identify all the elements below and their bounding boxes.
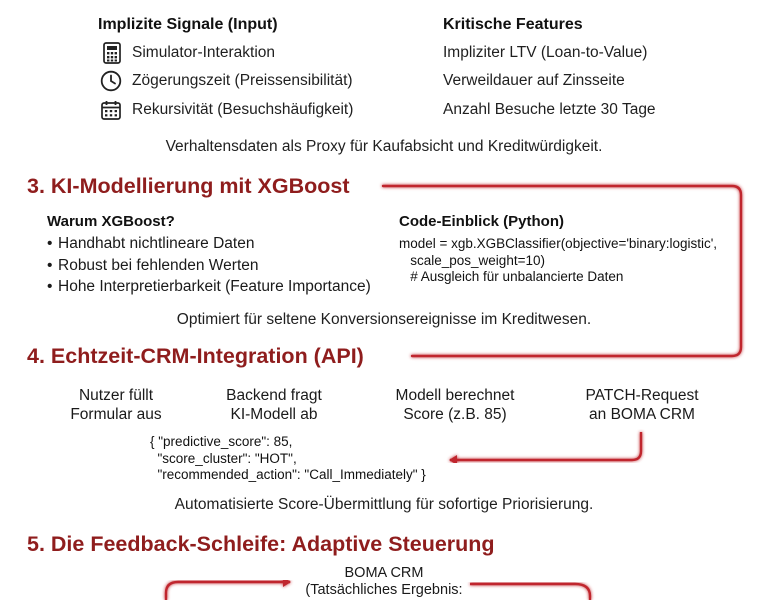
json-payload: { "predictive_score": 85, "score_cluster… [150, 434, 426, 484]
section4-caption: Automatisierte Score-Übermittlung für so… [174, 496, 594, 513]
code-line: # Ausgleich für unbalancierte Daten [399, 269, 624, 284]
signal-item-recursivity: Rekursivität (Besuchshäufigkeit) [132, 101, 354, 118]
code-heading: Code-Einblick (Python) [399, 213, 564, 230]
features-heading: Kritische Features [443, 16, 583, 33]
why-xgboost-list: •Handhabt nichtlineare Daten •Robust bei… [47, 233, 371, 298]
feature-item-dwell-time: Verweildauer auf Zinsseite [443, 72, 625, 89]
section4-title: 4. Echtzeit-CRM-Integration (API) [27, 344, 364, 368]
feature-item-ltv: Impliziter LTV (Loan-to-Value) [443, 44, 648, 61]
code-line: "score_cluster": "HOT", [150, 450, 297, 466]
feedback-loop-right-line [470, 582, 592, 600]
feature-item-visits: Anzahl Besuche letzte 30 Tage [443, 101, 656, 118]
list-item: •Handhabt nichtlineare Daten [47, 235, 255, 252]
signal-item-hesitation: Zögerungszeit (Preissensibilität) [132, 72, 353, 89]
code-line: "recommended_action": "Call_Immediately"… [150, 467, 426, 482]
why-xgboost-heading: Warum XGBoost? [47, 213, 175, 230]
signals-heading: Implizite Signale (Input) [98, 16, 278, 33]
clock-icon [100, 70, 122, 92]
calendar-icon [101, 101, 121, 120]
calculator-icon [103, 42, 121, 64]
code-line: { "predictive_score": 85, [150, 434, 293, 449]
code-line: model = xgb.XGBClassifier(objective='bin… [399, 236, 718, 251]
section3-caption: Optimiert für seltene Konversionsereigni… [176, 311, 592, 328]
list-item: •Robust bei fehlenden Werten [47, 256, 259, 274]
list-item: •Hohe Interpretierbarkeit (Feature Impor… [47, 278, 371, 295]
code-line: scale_pos_weight=10) [399, 252, 545, 268]
signal-item-simulator: Simulator-Interaktion [132, 44, 276, 61]
section5-title: 5. Die Feedback-Schleife: Adaptive Steue… [27, 532, 495, 556]
feedback-loop-line [164, 577, 291, 600]
code-snippet: model = xgb.XGBClassifier(objective='bin… [399, 236, 717, 286]
flow-return-arrow [449, 432, 643, 465]
section3-title: 3. KI-Modellierung mit XGBoost [27, 174, 350, 198]
feedback-node-crm: BOMA CRM(Tatsächliches Ergebnis: [305, 565, 463, 598]
section2-caption: Verhaltensdaten als Proxy für Kaufabsich… [165, 138, 603, 155]
